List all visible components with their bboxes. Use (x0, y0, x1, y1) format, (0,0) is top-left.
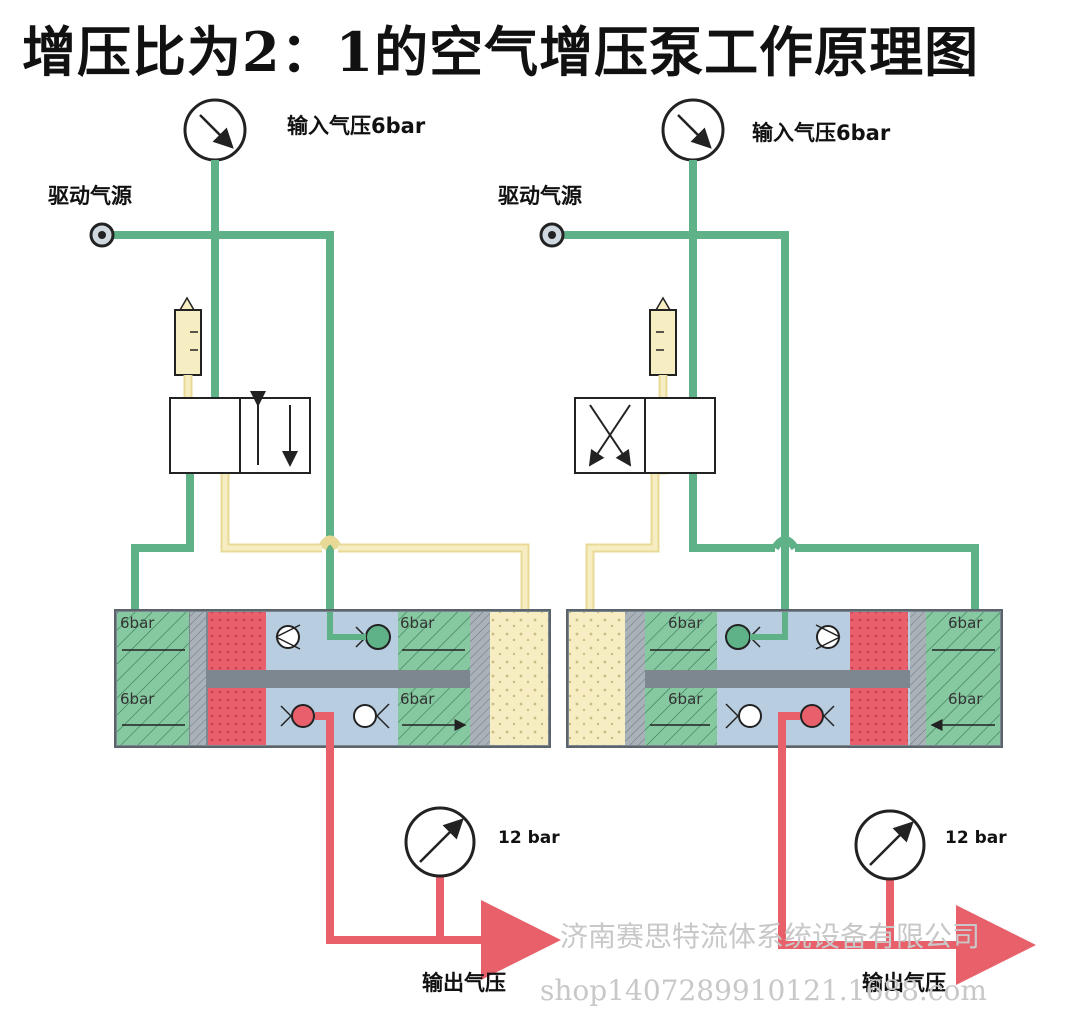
pilot-valve-left (174, 296, 202, 376)
output-pressure-label-left: 输出气压 (422, 971, 506, 995)
chamber-label-right-1: 6bar (668, 614, 703, 632)
input-gauge-left (183, 98, 247, 162)
output-gauge-label-right: 12 bar (945, 828, 1007, 848)
chamber-label-left-1: 6bar (120, 614, 155, 632)
directional-valve-right (574, 397, 716, 474)
diagram-title: 增压比为2：1的空气增压泵工作原理图 (22, 20, 980, 84)
pilot-valve-right (649, 296, 677, 376)
input-pressure-label-right: 输入气压6bar (752, 121, 891, 145)
drive-source-label-right: 驱动气源 (498, 184, 582, 208)
drive-source-label-left: 驱动气源 (48, 184, 132, 208)
drive-air-lines-right (560, 160, 979, 635)
output-line-right (778, 712, 1036, 985)
watermark-shop: shop1407289910121.1688.com (540, 974, 987, 1007)
drive-source-port-left (89, 222, 115, 248)
output-gauge-left (404, 806, 476, 878)
output-pressure-label-right: 输出气压 (862, 971, 946, 995)
chamber-label-right-3: 6bar (948, 614, 983, 632)
output-line-left (315, 712, 561, 980)
input-pressure-label-left: 输入气压6bar (287, 114, 426, 138)
chamber-label-left-2: 6bar (120, 690, 155, 708)
chamber-label-right-4: 6bar (948, 690, 983, 708)
output-gauge-right (854, 809, 926, 881)
input-gauge-right (661, 98, 725, 162)
pump-body-right: 6bar 6bar 6bar 6bar (566, 609, 1003, 748)
left-pump: 输入气压6bar 驱动气源 (48, 98, 561, 995)
directional-valve-left (169, 391, 311, 474)
drive-source-port-right (539, 222, 565, 248)
pump-body-left: 6bar 6bar 6bar 6bar (114, 609, 551, 748)
chamber-label-right-2: 6bar (668, 690, 703, 708)
watermark-company: 济南赛思特流体系统设备有限公司 (560, 920, 980, 953)
chamber-label-left-4: 6bar (400, 690, 435, 708)
chamber-label-left-3: 6bar (400, 614, 435, 632)
output-gauge-label-left: 12 bar (498, 828, 560, 848)
right-pump: 输入气压6bar 驱动气源 (498, 98, 1036, 995)
